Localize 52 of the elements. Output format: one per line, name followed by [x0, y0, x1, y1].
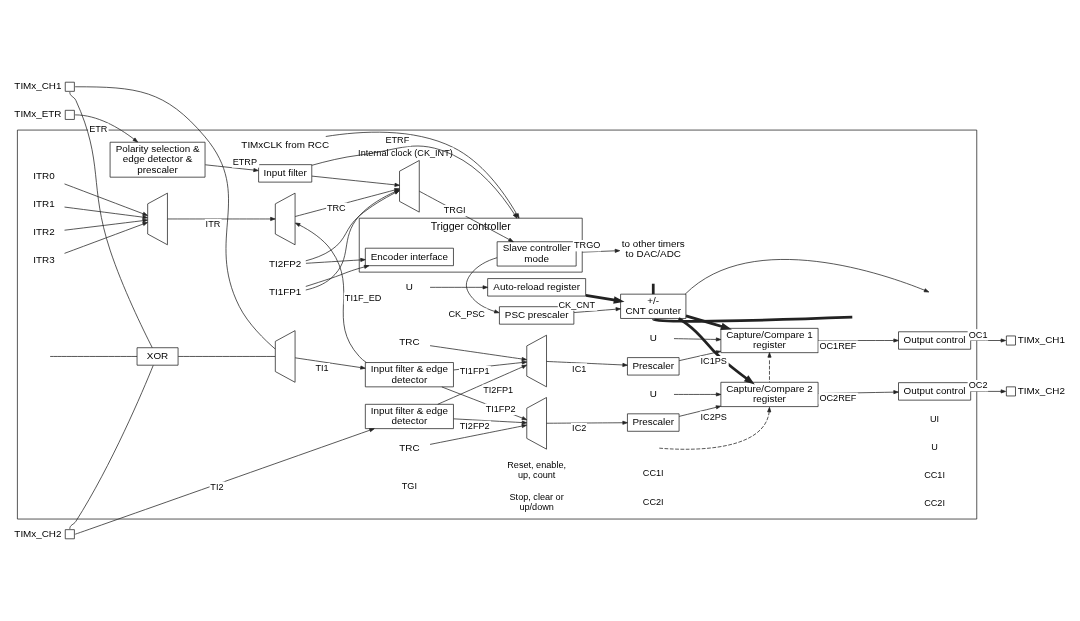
edge-label: IC2PS — [700, 411, 727, 422]
edge-label: CK_CNT — [558, 299, 595, 310]
label: Reset, enable, up, count — [507, 459, 567, 480]
edge-label: OC2 — [968, 380, 988, 391]
edge-label: TRGI — [443, 205, 466, 216]
node-text: ITR1 — [33, 198, 55, 210]
edge-label: OC2REF — [819, 393, 857, 404]
node-label: TIMx_ETR — [14, 108, 62, 120]
label: TGI — [401, 480, 417, 491]
edge-label: TRC — [326, 203, 346, 214]
edge-label: ETR — [89, 123, 108, 134]
edge-label: TI1FP2 — [485, 404, 516, 415]
edge-label: CK_PSC — [448, 309, 485, 320]
label: Stop, clear or up/down — [509, 491, 564, 512]
edge-label: IC2 — [572, 423, 587, 434]
edge-label: TI1 — [315, 363, 329, 374]
node-text: TRC — [399, 441, 420, 453]
edge-label: TI2FP1 — [483, 384, 514, 395]
node-text: TI2FP2 — [269, 258, 302, 270]
label: CC1I — [642, 467, 664, 478]
edge-label: TI2FP2 — [459, 421, 490, 432]
label: CC2I — [642, 496, 664, 507]
node-text: ITR0 — [33, 170, 55, 181]
edge-label: Internal clock (CK_INT) — [358, 147, 453, 158]
node-text: TI1FP1 — [269, 286, 302, 298]
edge-label: TRGO — [574, 240, 601, 251]
label: CC2I — [924, 498, 945, 509]
edge-label: IC1 — [572, 363, 587, 374]
node-text: U — [649, 331, 657, 343]
edge-label: OC1REF — [819, 340, 857, 351]
label: CC1I — [924, 470, 945, 481]
edge-label: TI2 — [210, 481, 224, 492]
label: UI — [930, 413, 940, 424]
edge-label: ITR — [205, 219, 221, 230]
node-text: TIMxCLK from RCC — [241, 138, 330, 150]
node-text: TRC — [399, 336, 420, 348]
node-label: TIMx_CH1 — [14, 80, 62, 92]
edge-label: OC1 — [968, 329, 988, 340]
node-label: TIMx_CH2 — [1017, 384, 1065, 396]
node-text: U — [405, 280, 413, 292]
node-text: ITR3 — [33, 254, 55, 266]
edge-label: ETRF — [385, 135, 410, 146]
node-label: TIMx_CH1 — [1017, 334, 1065, 346]
node-label: TIMx_CH2 — [14, 527, 62, 539]
edge-label: IC1PS — [700, 356, 727, 367]
edge-label: TI1F_ED — [344, 293, 382, 304]
edge-label: ETRP — [232, 156, 257, 167]
node-text: ITR2 — [33, 226, 55, 238]
edge-label: TI1FP1 — [459, 366, 490, 377]
node-text: to other timers to DAC/ADC — [621, 237, 685, 260]
node-text: U — [649, 388, 657, 400]
label: U — [931, 441, 938, 452]
